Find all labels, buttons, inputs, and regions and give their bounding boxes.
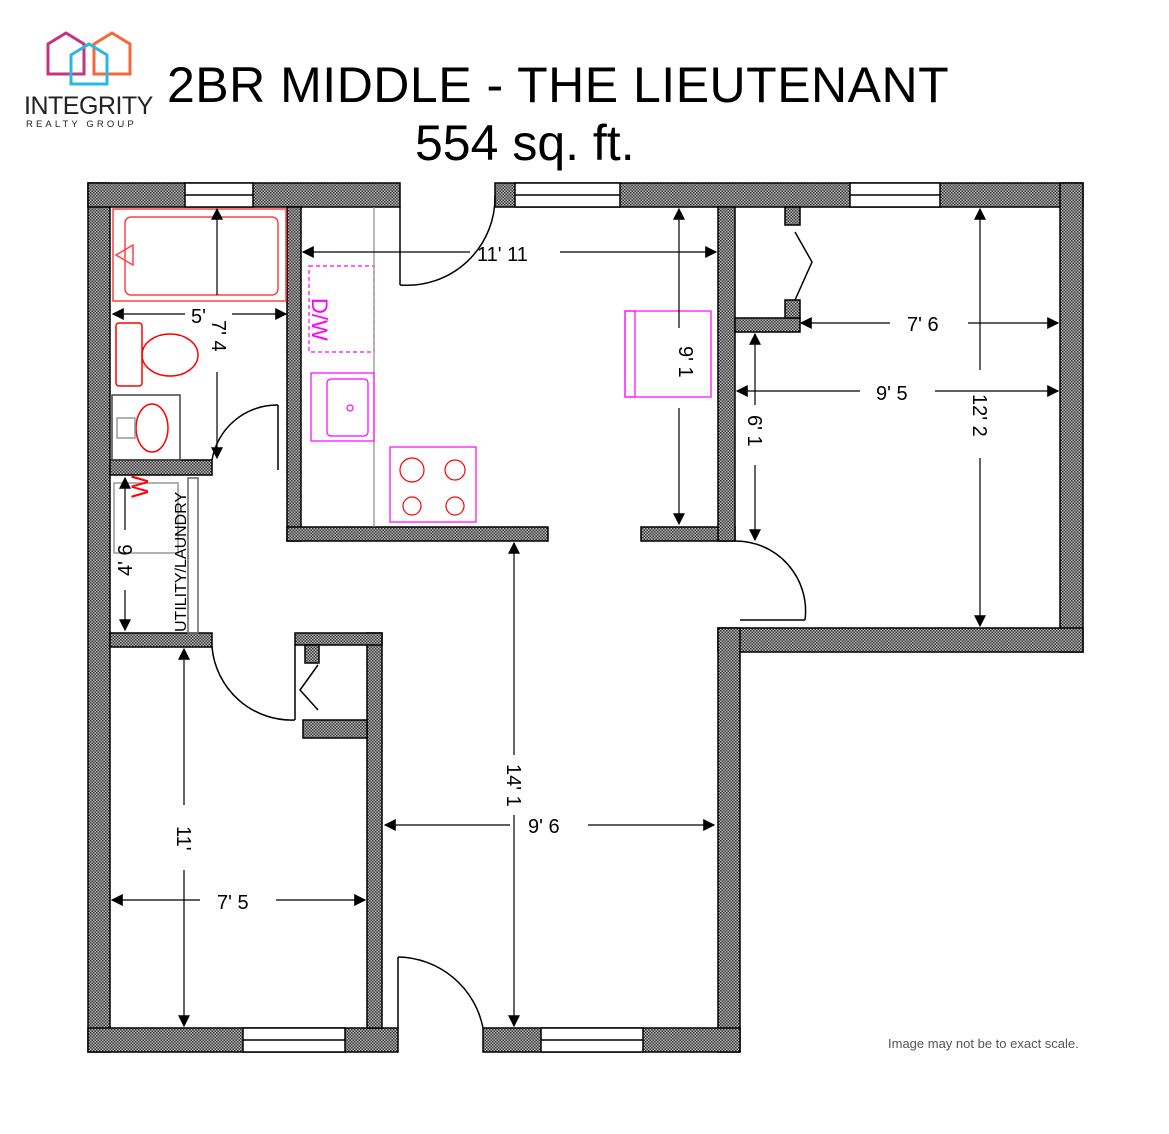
dishwasher-label: D/W: [307, 298, 332, 341]
dimension-labels: 11' 11 5' 7' 4 9' 1 7' 6 9' 5 12' 2 6' 1…: [115, 244, 990, 914]
bathtub: [112, 208, 287, 302]
dim-kitchen-width: 11' 11: [477, 244, 528, 266]
laundry-label: UTILITY/LAUNDRY: [173, 491, 190, 632]
washer-label: W: [127, 475, 154, 498]
dim-bedroom1-depth: 12' 2: [968, 394, 990, 437]
refrigerator-icon: [624, 310, 712, 398]
dimension-lines: [110, 207, 1060, 1028]
dim-bedroom2-depth: 11': [172, 826, 194, 851]
dim-bedroom2-width: 7' 5: [217, 892, 249, 914]
dim-bedroom1-width: 9' 5: [876, 383, 908, 405]
stove-icon: [389, 446, 477, 523]
washer-icon: [113, 477, 199, 634]
dim-laundry-depth: 4' 6: [115, 544, 137, 576]
dim-living-width: 9' 6: [528, 816, 560, 838]
dim-closet-depth: 6' 1: [743, 415, 765, 447]
logo-name: INTEGRITY: [24, 92, 153, 120]
bath-sink-icon: [111, 394, 181, 461]
scale-disclaimer: Image may not be to exact scale.: [888, 1036, 1079, 1051]
dim-bath-width: 5': [191, 306, 206, 328]
dishwasher-icon: [308, 207, 375, 527]
kitchen-sink-icon: [310, 372, 375, 442]
toilet-icon: [115, 322, 199, 387]
dim-kitchen-depth: 9' 1: [674, 346, 696, 378]
windows: [184, 182, 941, 1053]
dim-bath-depth: 7' 4: [207, 320, 229, 352]
dim-closet-width: 7' 6: [907, 314, 939, 336]
logo-tagline: REALTY GROUP: [26, 119, 137, 130]
page-title: 2BR MIDDLE - THE LIEUTENANT: [167, 57, 950, 113]
logo-houses-icon: [46, 31, 132, 86]
square-footage: 554 sq. ft.: [415, 115, 635, 171]
dim-living-depth: 14' 1: [502, 764, 524, 807]
